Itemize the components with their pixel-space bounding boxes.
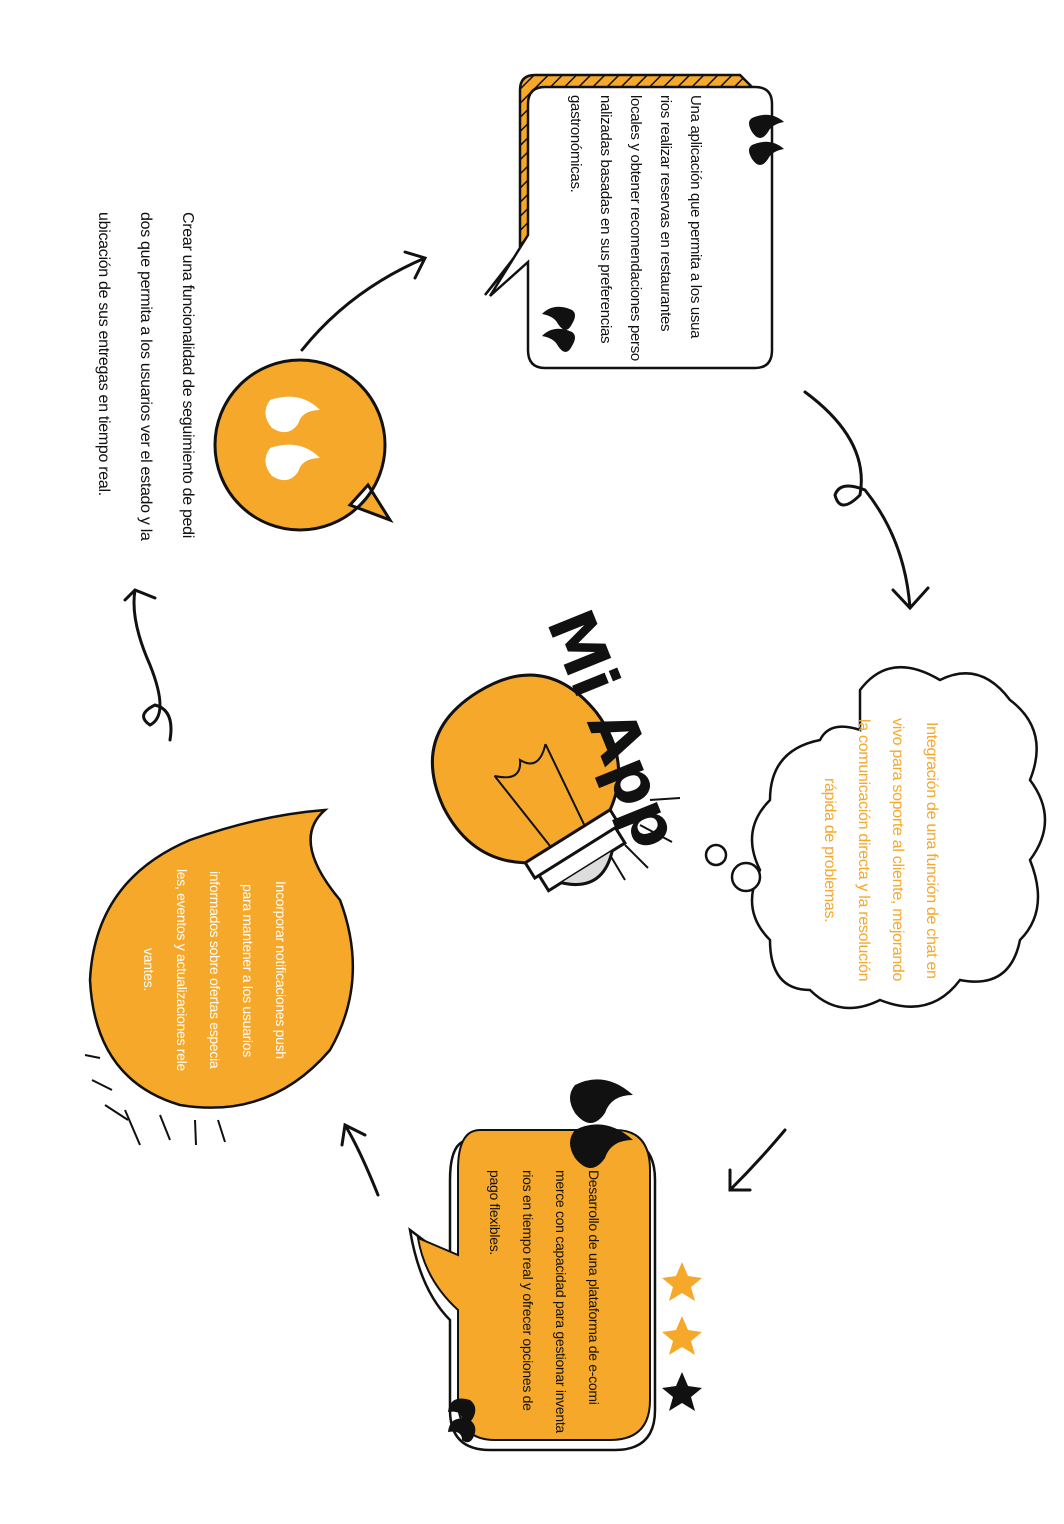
star-empty-icon — [662, 1372, 702, 1411]
text-line: vivo para soporte al cliente, mejorando — [889, 718, 906, 982]
arrow-to-seguimiento — [123, 588, 173, 742]
thought-cloud-shape — [704, 665, 1047, 1010]
text-line: pago flexibles. — [487, 1170, 503, 1256]
text-line: les, eventos y actualizaciones rele — [174, 869, 190, 1071]
arrow-to-chat — [803, 390, 930, 611]
quote-open-icon — [749, 114, 784, 165]
star-filled-icon — [662, 1262, 702, 1301]
text-line: rios en tiempo real y ofrecer opciones d… — [520, 1170, 536, 1411]
seguimiento-text: Crear una funcionalidad de seguimiento d… — [82, 212, 208, 572]
reservas-card-text: Una aplicación que permita a los usua ri… — [560, 95, 710, 361]
ecommerce-card-text: Desarrollo de una plataforma de e-comi m… — [478, 1170, 610, 1440]
reservas-card-shape — [484, 73, 774, 370]
quote-big-icon — [570, 1079, 633, 1168]
text-line: Desarrollo de una plataforma de e-comi — [586, 1170, 602, 1405]
text-line: ubicación de sus entregas en tiempo real… — [95, 212, 112, 496]
chat-card-text: Integración de una función de chat en vi… — [812, 715, 948, 985]
speech-circle-icon — [213, 358, 394, 532]
text-line: Una aplicación que permita a los usua — [687, 95, 704, 339]
lightbulb-icon — [430, 673, 627, 893]
text-line: Crear una funcionalidad de seguimiento d… — [179, 212, 196, 538]
text-line: para mantener a los usuarios — [240, 883, 256, 1057]
arrow-to-ecommerce — [728, 1128, 787, 1192]
text-line: merce con capacidad para gestionar inven… — [553, 1170, 569, 1433]
star-filled-icon — [662, 1316, 702, 1355]
drop-rays — [84, 1054, 226, 1146]
notification-drop-shape — [88, 808, 355, 1109]
rating-stars — [662, 1262, 702, 1411]
text-line: Incorporar notificaciones push — [273, 881, 289, 1059]
text-line: nalizadas basadas en sus preferencias — [597, 95, 614, 344]
ecommerce-bubble-shape — [408, 1129, 657, 1452]
quote-close-icon — [542, 306, 575, 352]
quote-small-icon — [448, 1398, 476, 1443]
text-line: rápida de problemas. — [821, 777, 838, 923]
text-line: rios realizar reservas en restaurantes — [657, 95, 674, 332]
bulb-rays — [609, 797, 681, 881]
arrow-to-notifications — [340, 1122, 380, 1197]
text-line: gastronómicas. — [567, 95, 584, 193]
text-line: vantes. — [141, 948, 157, 992]
text-line: locales y obtener recomendaciones perso — [627, 95, 644, 361]
arrow-to-reservas — [300, 250, 428, 352]
text-line: dos que permita a los usuarios ver el es… — [137, 212, 154, 541]
text-line: Integración de una función de chat en — [923, 721, 940, 979]
flow-arrows — [123, 250, 930, 1197]
text-line: la comunicación directa y la resolución — [855, 718, 872, 982]
notificaciones-card-text: Incorporar notificaciones push para mant… — [132, 865, 297, 1075]
text-line: informados sobre ofertas especia — [207, 871, 223, 1069]
